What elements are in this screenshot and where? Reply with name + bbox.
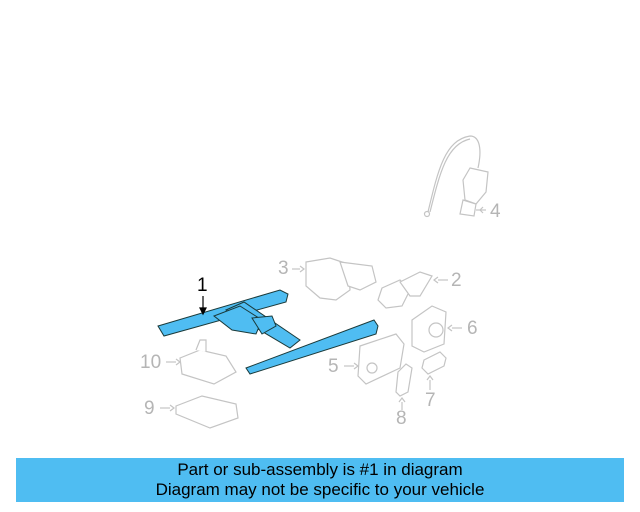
callout-10[interactable]: 10 (140, 352, 162, 373)
part-7-knob[interactable] (421, 351, 447, 390)
part-9-module[interactable] (160, 395, 239, 429)
callout-3[interactable]: 3 (278, 258, 289, 279)
callout-7[interactable]: 7 (425, 390, 436, 411)
part-3-motor-bracket[interactable] (292, 257, 377, 301)
info-banner: Part or sub-assembly is #1 in diagram Di… (16, 458, 624, 502)
callout-1[interactable]: 1 (197, 275, 208, 296)
banner-line-part-number: Part or sub-assembly is #1 in diagram (177, 460, 463, 479)
part-1-pointer-arrow (199, 296, 207, 316)
part-2-motor[interactable] (377, 271, 448, 309)
part-8-knob[interactable] (395, 363, 413, 410)
banner-line-disclaimer: Diagram may not be specific to your vehi… (155, 480, 485, 499)
callout-6[interactable]: 6 (467, 318, 478, 339)
part-10-housing[interactable] (166, 339, 237, 385)
part-5-module[interactable] (344, 333, 405, 385)
part-1-seat-track[interactable] (157, 289, 379, 375)
callout-4[interactable]: 4 (490, 201, 501, 222)
callout-9[interactable]: 9 (144, 398, 155, 419)
part-4-cable-actuator[interactable] (423, 135, 489, 218)
part-6-switch[interactable] (411, 305, 462, 353)
callout-8[interactable]: 8 (396, 408, 407, 429)
callout-5[interactable]: 5 (328, 356, 339, 377)
callout-2[interactable]: 2 (451, 270, 462, 291)
